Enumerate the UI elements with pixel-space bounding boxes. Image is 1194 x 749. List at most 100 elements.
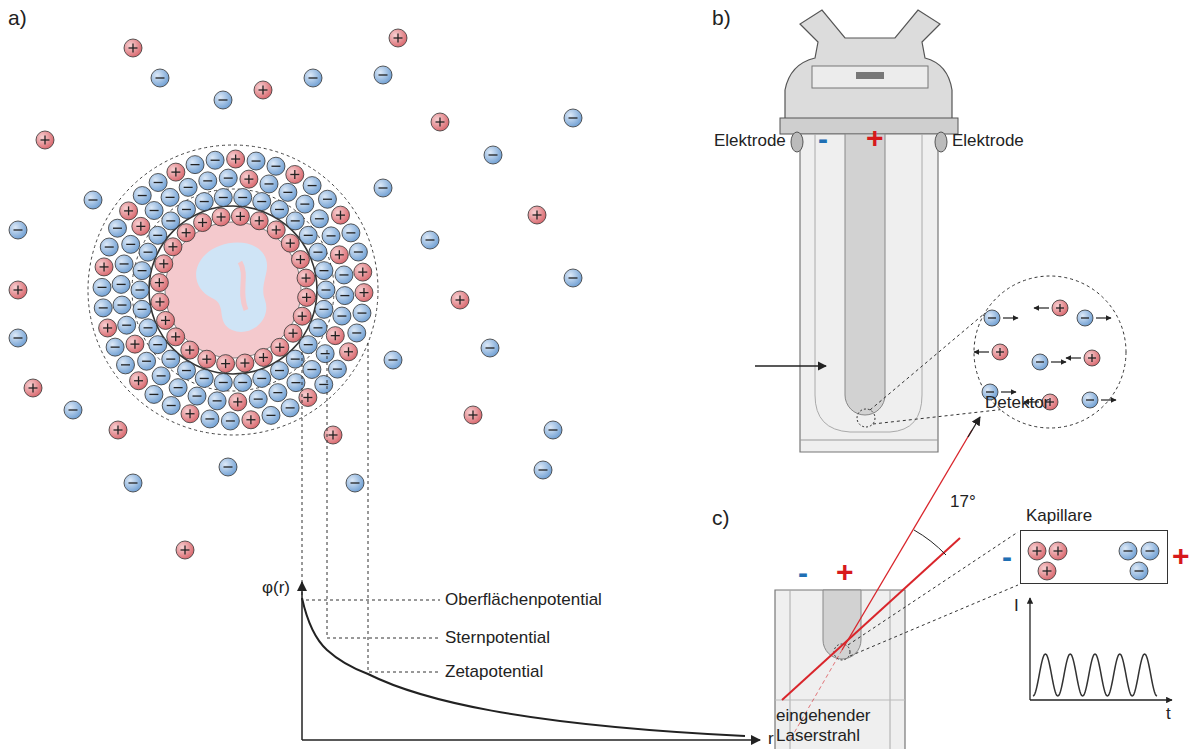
drawing-part [236, 354, 254, 372]
drawing-part [1046, 567, 1047, 576]
cation [167, 163, 185, 181]
cation [24, 379, 42, 397]
drawing-part [234, 189, 252, 207]
motion-arrow [1101, 399, 1116, 400]
anion [336, 287, 354, 305]
drawing-part [267, 157, 285, 175]
drawing-part [138, 352, 156, 370]
drawing-part [133, 187, 151, 205]
cation [254, 81, 272, 99]
anion [113, 296, 131, 314]
drawing-part [100, 238, 118, 256]
anion [247, 152, 265, 170]
drawing-part [174, 387, 183, 388]
cation [194, 214, 212, 232]
drawing-part [291, 220, 300, 221]
drawing-part [139, 243, 157, 261]
anion [253, 369, 271, 387]
anion [353, 304, 371, 322]
drawing-part [332, 431, 333, 440]
drawing-part [129, 482, 138, 483]
drawing-part [275, 370, 284, 371]
drawing-part [309, 77, 318, 78]
drawing-part [244, 359, 245, 368]
drawing-part [144, 252, 153, 253]
drawing-part [157, 375, 166, 376]
drawing-part [790, 590, 890, 749]
drawing-part [120, 263, 129, 264]
drawing-part [330, 246, 348, 264]
drawing-part [231, 207, 249, 225]
drawing-part [306, 293, 307, 302]
drawing-part [124, 39, 142, 57]
drawing-part [195, 369, 213, 387]
anion [84, 191, 102, 209]
drawing-part [240, 170, 258, 188]
drawing-part [333, 368, 342, 369]
drawing-part [165, 316, 166, 325]
drawing-part [340, 211, 341, 220]
drawing-part [113, 296, 131, 314]
drawing-part [131, 281, 149, 299]
drawing-part [64, 401, 82, 419]
anion [318, 190, 336, 208]
drawing-part [1032, 354, 1048, 370]
drawing-part [145, 202, 163, 220]
anion [1032, 354, 1048, 370]
motion-arrow [1096, 317, 1111, 318]
stern-layer [132, 189, 334, 391]
drawing-part [189, 409, 190, 418]
drawing-part [224, 466, 233, 467]
drawing-part [203, 180, 212, 181]
drawing-part [121, 364, 130, 365]
drawing-part [1036, 361, 1044, 362]
cation [181, 341, 199, 359]
drawing-part [181, 405, 199, 423]
drawing-part [1081, 317, 1089, 318]
drawing-part [211, 160, 220, 161]
drawing-part [126, 335, 144, 353]
drawing-part [217, 355, 235, 373]
anion [214, 373, 232, 391]
polarity-sign: + [836, 555, 854, 590]
drawing-part [348, 347, 349, 356]
drawing-part [166, 220, 175, 221]
drawing-part [249, 390, 267, 408]
anion [112, 275, 130, 293]
cation [464, 406, 482, 424]
drawing-part [267, 221, 285, 239]
drawing-part [914, 530, 946, 555]
cation [132, 217, 150, 235]
anion [310, 210, 328, 228]
leader-lines [302, 343, 440, 672]
panel-letter: b) [712, 6, 731, 30]
cation [176, 541, 194, 559]
drawing-part [213, 400, 222, 401]
drawing-part [162, 212, 180, 230]
drawing-part [162, 350, 180, 368]
motion-arrow [1001, 391, 1016, 392]
drawing-part [32, 384, 33, 393]
drawing-part [95, 258, 113, 276]
anion [133, 187, 151, 205]
drawing-part [201, 410, 219, 428]
anion [149, 336, 167, 354]
anion [188, 387, 206, 405]
drawing-part [235, 155, 236, 164]
anion [374, 179, 392, 197]
drawing-part [240, 212, 241, 221]
drawing-part [276, 225, 277, 234]
anion [178, 362, 196, 380]
drawing-part [94, 299, 112, 317]
cation [99, 319, 117, 337]
anion [139, 319, 157, 337]
drawing-part [397, 34, 398, 43]
drawing-part [303, 360, 321, 378]
anion [279, 183, 297, 201]
drawing-part [1082, 392, 1098, 408]
drawing-part [200, 201, 209, 202]
polarity-sign: + [1172, 539, 1190, 574]
drawing-part [14, 337, 23, 338]
drawing-part [166, 358, 175, 359]
